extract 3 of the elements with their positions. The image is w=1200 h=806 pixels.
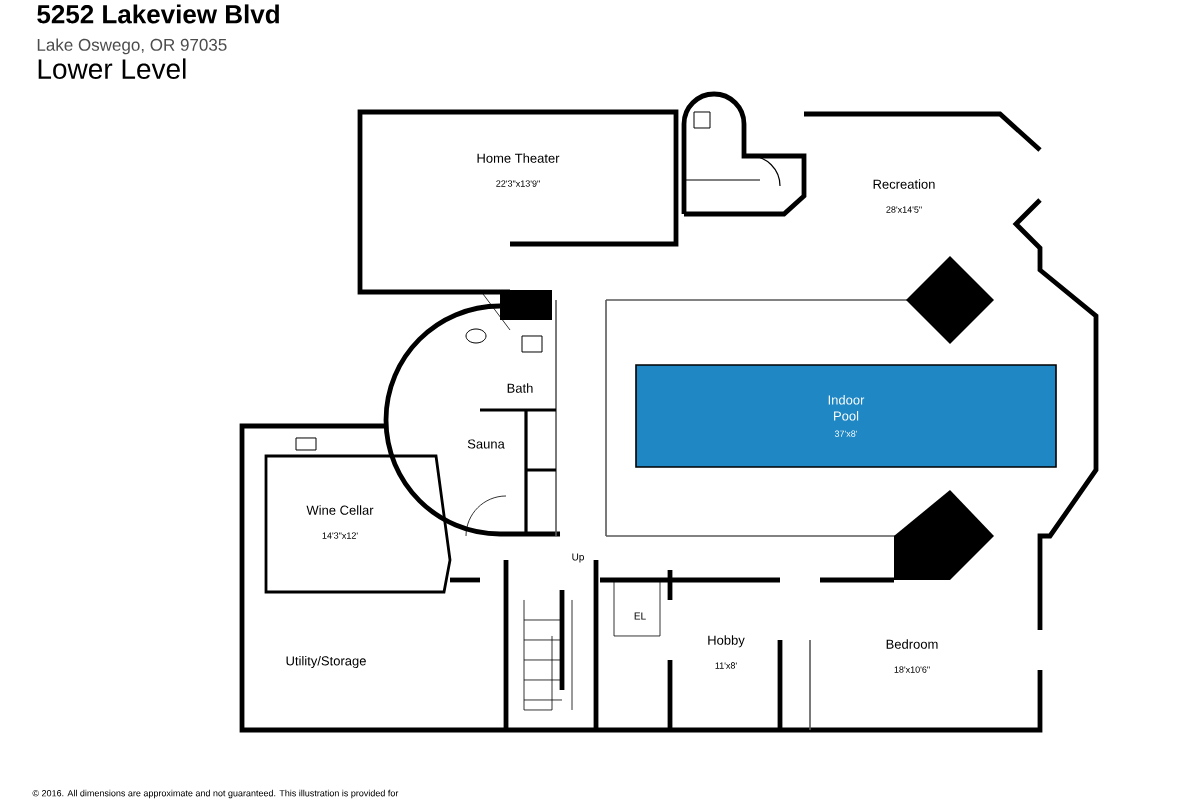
street-address: 5252 Lakeview Blvd (37, 4, 279, 24)
city-line: Lake Oswego, OR 97035 (37, 38, 227, 55)
level-heading: Lower Level (38, 58, 186, 79)
